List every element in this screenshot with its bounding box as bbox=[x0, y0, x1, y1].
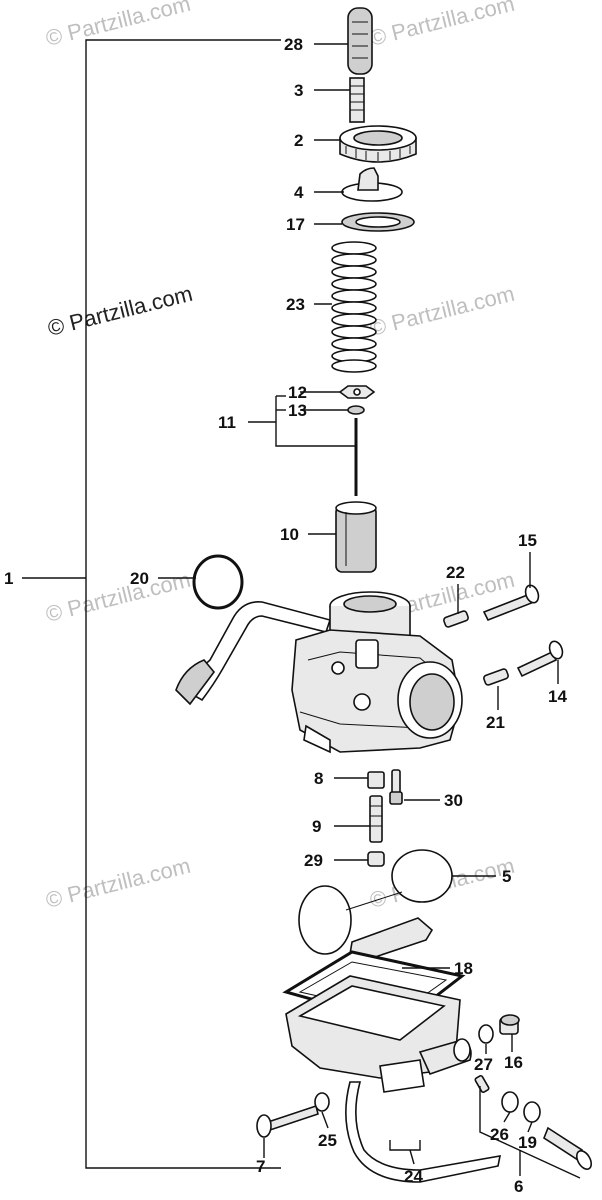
part-4-spring-seat bbox=[341, 167, 403, 202]
callout-2: 2 bbox=[294, 131, 303, 150]
callout-3: 3 bbox=[294, 81, 303, 100]
callout-24: 24 bbox=[404, 1167, 423, 1186]
callout-6: 6 bbox=[514, 1177, 523, 1196]
callout-1: 1 bbox=[4, 569, 13, 588]
leader-lines bbox=[158, 43, 559, 1165]
watermark: © Partzilla.com bbox=[367, 0, 517, 51]
callout-20: 20 bbox=[130, 569, 149, 588]
callout-28: 28 bbox=[284, 35, 303, 54]
part-7-screw bbox=[256, 1104, 319, 1138]
watermark: © Partzilla.com bbox=[43, 567, 193, 627]
callout-23: 23 bbox=[286, 295, 305, 314]
callout-8: 8 bbox=[314, 769, 323, 788]
part-8-jet bbox=[367, 771, 385, 789]
carburetor-body bbox=[175, 591, 463, 754]
callout-15: 15 bbox=[518, 531, 537, 550]
callout-25: 25 bbox=[318, 1131, 337, 1150]
part-12-clip-plate bbox=[338, 385, 376, 399]
part-11-needle bbox=[248, 395, 358, 496]
part-9-needle-jet bbox=[369, 795, 383, 843]
callout-18: 18 bbox=[454, 959, 473, 978]
callout-26: 26 bbox=[490, 1125, 509, 1144]
callout-22: 22 bbox=[446, 563, 465, 582]
part-23-spring bbox=[331, 241, 377, 373]
watermark: © Partzilla.com bbox=[45, 281, 195, 341]
callout-9: 9 bbox=[312, 817, 321, 836]
callout-29: 29 bbox=[304, 851, 323, 870]
callout-27: 27 bbox=[474, 1055, 493, 1074]
part-26-washer bbox=[501, 1091, 519, 1113]
part-27-washer bbox=[478, 1024, 494, 1044]
callout-10: 10 bbox=[280, 525, 299, 544]
callout-21: 21 bbox=[486, 713, 505, 732]
part-6-drain-screw bbox=[474, 1075, 593, 1170]
callout-4: 4 bbox=[294, 183, 304, 202]
part-6-bracket bbox=[479, 1086, 581, 1179]
callout-labels: 1 2 3 4 5 6 7 8 9 10 11 12 13 14 15 16 1… bbox=[4, 35, 567, 1196]
callout-7: 7 bbox=[256, 1157, 265, 1176]
part-17-plate bbox=[341, 212, 415, 232]
part-5-float bbox=[298, 849, 453, 963]
part-24-tube-bracket bbox=[389, 1140, 421, 1151]
part-14-screw bbox=[516, 640, 564, 678]
callout-17: 17 bbox=[286, 215, 305, 234]
part-21-spring bbox=[483, 668, 509, 686]
part-30-slow-jet bbox=[389, 769, 403, 805]
callout-12: 12 bbox=[288, 383, 307, 402]
float-bowl bbox=[285, 975, 502, 1183]
callout-19: 19 bbox=[518, 1133, 537, 1152]
part-16-plug bbox=[499, 1014, 520, 1035]
watermarks: © Partzilla.com © Partzilla.com © Partzi… bbox=[43, 0, 517, 913]
part-3-adjuster bbox=[349, 77, 365, 123]
part-13-clip bbox=[347, 405, 365, 415]
part-20-o-ring bbox=[192, 554, 244, 610]
part-10-throttle-valve bbox=[335, 501, 377, 573]
callout-16: 16 bbox=[504, 1053, 523, 1072]
callout-11: 11 bbox=[218, 413, 236, 432]
callout-13: 13 bbox=[288, 401, 307, 420]
watermark: © Partzilla.com bbox=[43, 0, 193, 51]
watermark: © Partzilla.com bbox=[367, 281, 517, 341]
watermark: © Partzilla.com bbox=[43, 853, 193, 913]
assembly-bracket bbox=[22, 39, 281, 1169]
part-19-washer bbox=[523, 1101, 541, 1123]
part-15-screw bbox=[482, 584, 540, 622]
callout-14: 14 bbox=[548, 687, 567, 706]
part-29-main-jet bbox=[367, 851, 385, 867]
part-2-top-cap bbox=[339, 125, 417, 163]
part-28-cap bbox=[347, 7, 373, 75]
part-22-spring bbox=[443, 610, 469, 628]
part-25-clip bbox=[314, 1092, 330, 1112]
callout-5: 5 bbox=[502, 867, 511, 886]
callout-30: 30 bbox=[444, 791, 463, 810]
